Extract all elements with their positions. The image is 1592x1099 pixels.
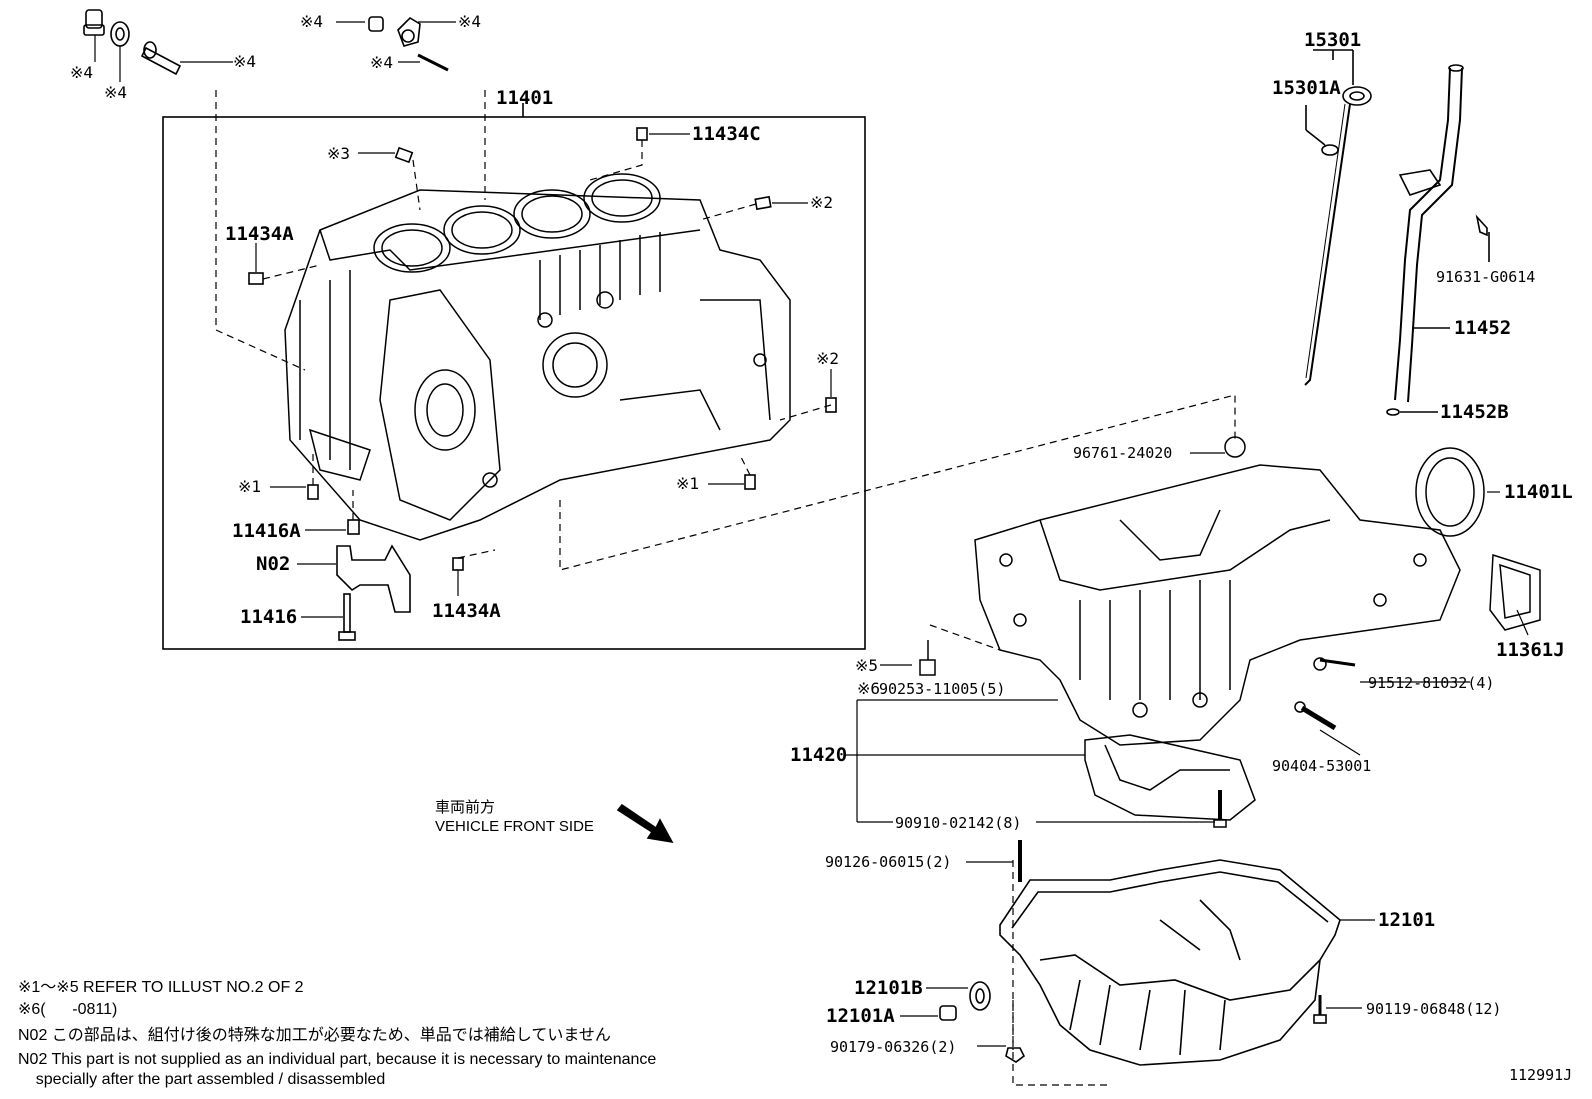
oil-pan-leaders — [900, 861, 1375, 1047]
part-label: 11416 — [240, 606, 297, 628]
cylinder-block-frame — [162, 116, 866, 650]
part-label: 11434C — [692, 123, 761, 145]
part-label: 11361J — [1496, 639, 1565, 661]
note-line: specially after the part assembled / dis… — [18, 1071, 386, 1088]
part-label: 11434A — [432, 600, 501, 622]
part-label: 11416A — [232, 520, 301, 542]
part-label: 11420 — [790, 744, 847, 766]
ref-mark: ※4 — [104, 83, 127, 102]
part-label: 11401L — [1504, 481, 1573, 503]
cylinder-block-drawing — [284, 173, 791, 541]
note-line: N02 This part is not supplied as an indi… — [18, 1051, 657, 1068]
ref-mark: ※4 — [458, 12, 481, 31]
ref-mark: ※2 — [810, 193, 833, 212]
bracket-11420 — [845, 452, 1529, 823]
ref-mark: ※4 — [370, 53, 393, 72]
part-label: N02 — [256, 553, 290, 575]
part-label: 11452 — [1454, 317, 1511, 339]
note-line: ※6( -0811) — [18, 1001, 118, 1018]
part-label: 96761-24020 — [1073, 444, 1172, 462]
block-small-parts — [248, 127, 837, 641]
part-label: 12101A — [826, 1005, 895, 1027]
part-label: 90119-06848(12) — [1366, 1000, 1501, 1018]
oil-pan-drawing — [939, 859, 1341, 1066]
ref-mark: ※4 — [300, 12, 323, 31]
ref-mark: ※6 — [857, 679, 880, 698]
part-label: 12101 — [1378, 909, 1435, 931]
ref-mark: ※4 — [70, 63, 93, 82]
part-label: 90910-02142(8) — [895, 814, 1021, 832]
diagram-number: 112991J — [1509, 1066, 1572, 1084]
dashed-guides — [215, 90, 1236, 1086]
part-label: 90253-11005(5) — [879, 680, 1005, 698]
vehicle-front-arrow — [616, 803, 674, 844]
part-label: 11452B — [1440, 401, 1509, 423]
part-label: 90126-06015(2) — [825, 853, 951, 871]
part-label: 90179-06326(2) — [830, 1038, 956, 1056]
ref-mark: ※5 — [855, 656, 878, 675]
ref-mark: ※3 — [327, 144, 350, 163]
note-line: N02 この部品は、組付け後の特殊な加工が必要なため、単品では補給していません — [18, 1027, 611, 1044]
part-label: 15301A — [1272, 77, 1341, 99]
dipstick-and-guide — [1304, 49, 1490, 416]
top-left-leaders — [94, 21, 832, 618]
ref-mark: ※4 — [233, 52, 256, 71]
crankcase-drawing — [919, 436, 1541, 882]
part-label: 11401 — [496, 87, 553, 109]
part-label: 12101B — [854, 977, 923, 999]
front-side-jp: 車両前方 — [435, 799, 496, 816]
note-line: ※1～※5 REFER TO ILLUST NO.2 OF 2 — [18, 979, 304, 996]
top-left-loose-parts — [83, 9, 449, 76]
front-side-en: VEHICLE FRONT SIDE — [435, 818, 594, 835]
part-label: 90404-53001 — [1272, 757, 1371, 775]
ref-mark: ※1 — [238, 477, 261, 496]
ref-mark: ※1 — [676, 474, 699, 493]
part-label: 91631-G0614 — [1436, 268, 1535, 286]
part-label: 11434A — [225, 223, 294, 245]
part-label: 15301 — [1304, 29, 1361, 51]
part-label: 91512-81032(4) — [1368, 674, 1494, 692]
ref-mark: ※2 — [816, 349, 839, 368]
